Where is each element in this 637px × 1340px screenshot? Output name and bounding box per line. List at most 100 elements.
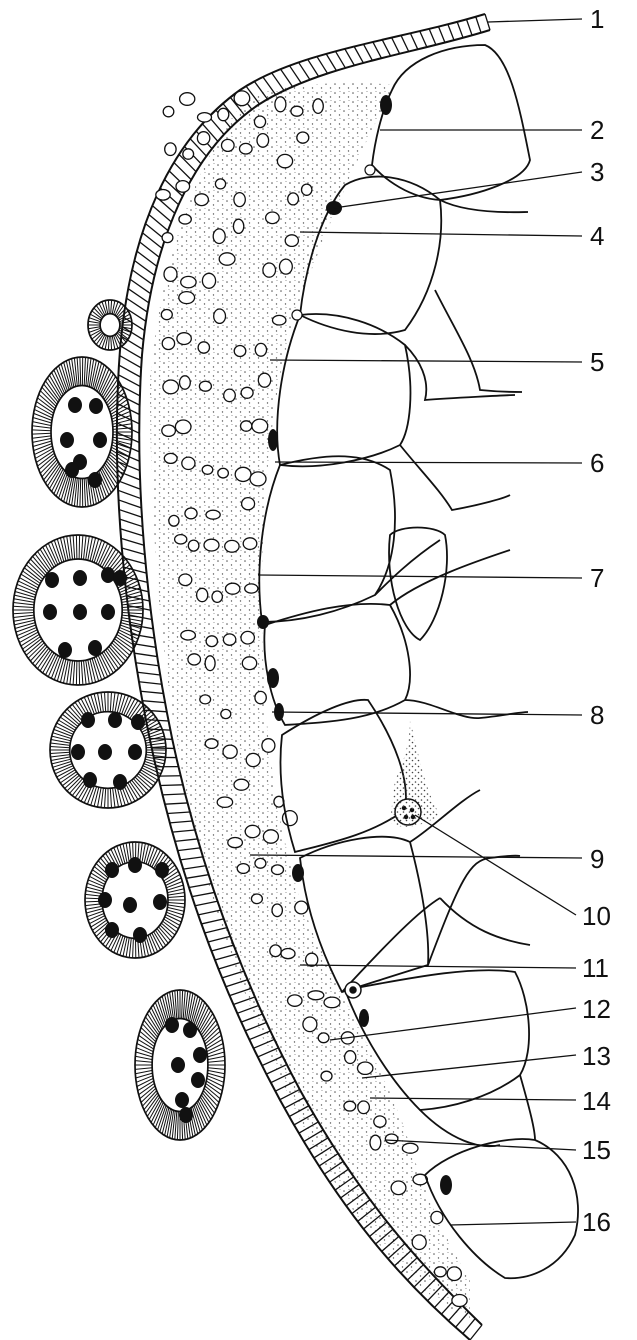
tubule-nucleus xyxy=(71,744,85,760)
round-cell xyxy=(223,745,237,758)
round-cell xyxy=(162,233,173,243)
epithelium-cell xyxy=(317,57,328,74)
epithelium-cell xyxy=(420,31,427,47)
tubule-nucleus xyxy=(88,640,102,656)
round-cell xyxy=(263,830,278,843)
round-cell xyxy=(370,1135,381,1150)
epithelium-cell xyxy=(401,35,409,51)
label-15: 15 xyxy=(582,1137,611,1163)
round-cell xyxy=(183,149,194,159)
epithelium-cell xyxy=(119,510,142,518)
leader-line xyxy=(450,1222,576,1225)
epithelium-cell xyxy=(167,812,190,814)
tubule-nucleus xyxy=(73,604,87,620)
round-cell xyxy=(345,1051,356,1064)
round-cell xyxy=(181,630,196,640)
round-cell xyxy=(245,584,258,593)
leader-line xyxy=(362,1055,576,1078)
tubule-nucleus xyxy=(88,472,102,488)
round-cell xyxy=(234,779,249,790)
label-6: 6 xyxy=(590,450,604,476)
round-cell xyxy=(228,838,243,848)
epithelium-cell xyxy=(121,538,144,545)
round-cell xyxy=(233,219,243,233)
epithelium-cell xyxy=(118,481,141,490)
label-13: 13 xyxy=(582,1043,611,1069)
round-cell xyxy=(266,212,280,224)
epithelium-cell xyxy=(457,22,463,38)
round-cell xyxy=(241,421,252,431)
epithelium-cell xyxy=(192,892,214,896)
round-cell xyxy=(358,1062,373,1074)
label-16: 16 xyxy=(582,1209,611,1235)
round-cell xyxy=(156,190,170,201)
round-cell xyxy=(185,508,197,519)
round-cell xyxy=(223,634,235,645)
round-cell xyxy=(254,116,265,128)
small-cell-13 xyxy=(345,982,361,998)
label-11: 11 xyxy=(582,955,609,981)
epithelium-cell xyxy=(170,821,193,823)
epithelium-cell xyxy=(180,857,203,860)
round-cell xyxy=(324,997,340,1008)
round-cell xyxy=(302,184,312,195)
round-cell xyxy=(205,739,218,749)
round-cell xyxy=(303,1017,317,1032)
leader-line xyxy=(275,462,582,463)
gland-tubule xyxy=(85,842,185,958)
epithelium-cell xyxy=(178,848,201,851)
tubule-nucleus xyxy=(83,772,97,788)
tubule-nucleus xyxy=(68,397,82,413)
tubule-nucleus xyxy=(193,1047,207,1063)
round-cell xyxy=(197,588,208,601)
label-5: 5 xyxy=(590,349,604,375)
round-cell xyxy=(391,1181,406,1195)
epithelium-cell xyxy=(463,1318,476,1333)
gland-tubule xyxy=(88,300,132,350)
round-cell xyxy=(452,1295,467,1307)
round-cell xyxy=(213,229,225,244)
tubule-nucleus xyxy=(183,1022,197,1038)
tubule-nucleus xyxy=(101,604,115,620)
round-cell xyxy=(291,106,303,116)
round-cell xyxy=(224,389,236,402)
tubule-nucleus xyxy=(98,892,112,908)
round-cell xyxy=(275,97,286,112)
epithelium-cell xyxy=(175,839,198,841)
epithelium-cell xyxy=(136,663,159,666)
round-cell xyxy=(164,267,177,281)
round-cell xyxy=(219,253,235,265)
epithelium-cell xyxy=(183,866,205,869)
round-cell xyxy=(246,753,260,766)
epithelium-cell xyxy=(439,27,445,43)
round-cell xyxy=(222,139,235,151)
epithelium-cell xyxy=(186,875,208,879)
round-cell xyxy=(251,894,262,904)
round-cell xyxy=(188,654,201,665)
epithelium-cell xyxy=(137,672,160,675)
label-8: 8 xyxy=(590,702,604,728)
round-cell xyxy=(199,381,211,391)
round-cell xyxy=(288,995,302,1006)
round-cell xyxy=(179,292,195,304)
label-7: 7 xyxy=(590,565,604,591)
tubule-nucleus xyxy=(65,462,79,478)
epithelium-cell xyxy=(120,529,143,536)
epithelium-cell xyxy=(354,46,363,62)
round-cell xyxy=(237,864,249,874)
tubule-nucleus xyxy=(133,927,147,943)
epithelium-cell xyxy=(163,794,186,795)
leader-line xyxy=(488,19,582,22)
round-cell xyxy=(234,193,245,207)
round-cell xyxy=(176,181,190,193)
tubule-nucleus xyxy=(179,1107,193,1123)
tubule-nucleus xyxy=(131,714,145,730)
round-cell xyxy=(215,179,225,189)
round-cell xyxy=(177,333,191,345)
round-cell xyxy=(447,1267,461,1281)
tubule-nucleus xyxy=(191,1072,205,1088)
round-cell xyxy=(165,143,176,156)
round-cell xyxy=(164,453,177,463)
epithelium-cell xyxy=(392,38,400,54)
